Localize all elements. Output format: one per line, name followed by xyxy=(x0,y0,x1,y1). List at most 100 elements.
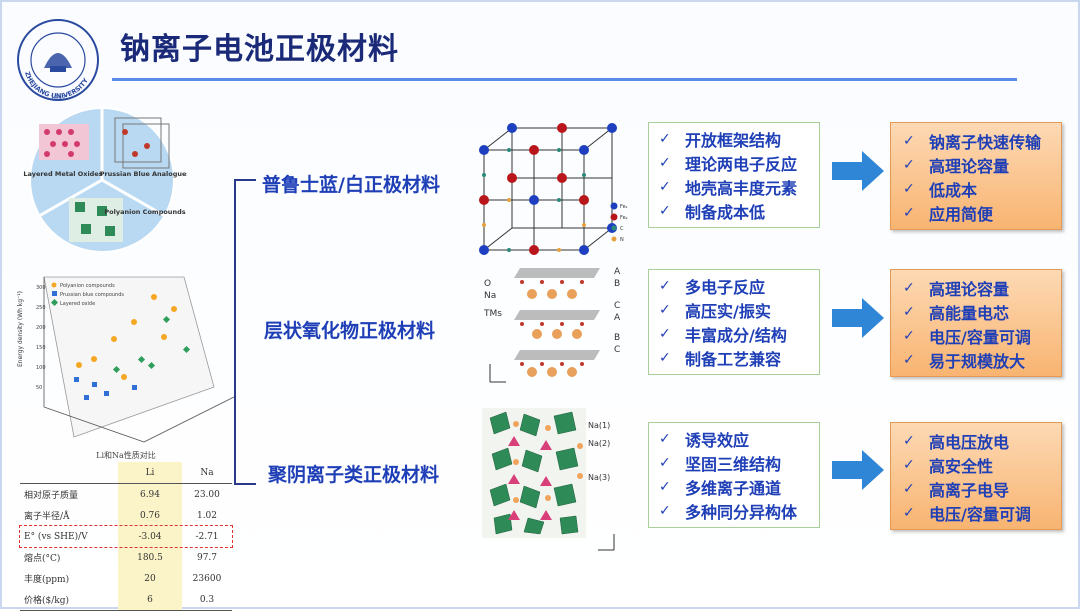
check-icon: ✓ xyxy=(659,131,671,147)
feature-item: ✓地壳高丰度元素 xyxy=(659,179,798,198)
feature-item: ✓制备工艺兼容 xyxy=(659,350,782,369)
na-site-label: Na(3) xyxy=(588,473,610,482)
table-header xyxy=(20,462,118,484)
benefit-item: ✓低成本 xyxy=(903,181,978,200)
ytick: 250 xyxy=(36,305,46,311)
benefit-item: ✓电压/容量可调 xyxy=(903,505,1031,524)
logo-year: 1897 xyxy=(50,95,65,102)
category-prussian-label: 普鲁士蓝/白正极材料 xyxy=(262,174,440,196)
benefit-item: ✓高理论容量 xyxy=(903,280,1010,299)
benefits-box-polyanion: ✓高电压放电 ✓高安全性 ✓高离子电导 ✓电压/容量可调 xyxy=(890,422,1062,530)
category-polyanion-label: 聚阴离子类正极材料 xyxy=(268,464,440,486)
features-box-layered: ✓多电子反应 ✓高压实/振实 ✓丰富成分/结构 ✓制备工艺兼容 xyxy=(648,269,820,375)
benefit-item: ✓高能量电芯 xyxy=(903,304,1010,323)
check-icon: ✓ xyxy=(659,179,671,195)
table-cell: -2.71 xyxy=(195,531,219,542)
check-icon: ✓ xyxy=(659,479,671,495)
table-cell: 1.02 xyxy=(196,510,218,521)
check-icon: ✓ xyxy=(903,328,915,344)
feature-item: ✓诱导效应 xyxy=(659,431,750,450)
ytick: 150 xyxy=(36,345,46,351)
table-cell: 丰度(ppm) xyxy=(24,575,70,585)
title-underline xyxy=(112,78,1017,81)
category-bracket xyxy=(234,179,256,483)
legend-c: C xyxy=(620,226,624,232)
polyanion-structure-image: Na(1) Na(2) Na(3) xyxy=(482,408,615,551)
benefit-item: ✓高安全性 xyxy=(903,457,994,476)
check-icon: ✓ xyxy=(659,455,671,471)
feature-item: ✓丰富成分/结构 xyxy=(659,326,787,345)
table-cell: 180.5 xyxy=(118,547,182,568)
benefit-item: ✓电压/容量可调 xyxy=(903,328,1031,347)
table-cell: 价格($/kg) xyxy=(24,596,69,606)
check-icon: ✓ xyxy=(903,157,915,173)
table-cell: 熔点(°C) xyxy=(24,554,61,564)
table-cell: 相对原子质量 xyxy=(24,491,79,501)
benefits-box-layered: ✓高理论容量 ✓高能量电芯 ✓电压/容量可调 ✓易于规模放大 xyxy=(890,269,1062,377)
right-arrow-icon xyxy=(832,298,884,338)
stack-label: B xyxy=(614,333,620,343)
table-cell: E° (vs SHE)/V xyxy=(24,531,88,542)
na-site-label: Na(1) xyxy=(588,421,610,430)
check-icon: ✓ xyxy=(903,280,915,296)
feature-item: ✓开放框架结构 xyxy=(659,131,782,150)
table-cell: 20 xyxy=(118,568,182,589)
check-icon: ✓ xyxy=(903,457,915,473)
check-icon: ✓ xyxy=(659,503,671,519)
check-icon: ✓ xyxy=(659,431,671,447)
table-cell: 23.00 xyxy=(194,489,220,500)
energy-density-scatter: 300 250 200 150 100 50 Energy density (W… xyxy=(17,276,235,443)
na-site-label: Na(2) xyxy=(588,439,610,448)
check-icon: ✓ xyxy=(659,155,671,171)
layer-label: Na xyxy=(484,291,496,301)
check-icon: ✓ xyxy=(659,326,671,342)
benefits-box-prussian: ✓钠离子快速传输 ✓高理论容量 ✓低成本 ✓应用简便 xyxy=(890,122,1062,230)
feature-item: ✓理论两电子反应 xyxy=(659,155,798,174)
benefit-item: ✓高理论容量 xyxy=(903,157,1010,176)
benefit-item: ✓易于规模放大 xyxy=(903,352,1026,371)
feature-item: ✓制备成本低 xyxy=(659,203,766,222)
stack-label: A xyxy=(614,313,621,323)
legend-fe2: Fe₂ xyxy=(620,215,628,221)
legend-prussian: Prussian blue compounds xyxy=(60,292,124,298)
layer-label: TMs xyxy=(483,309,502,319)
check-icon: ✓ xyxy=(903,505,915,521)
check-icon: ✓ xyxy=(659,203,671,219)
features-box-prussian: ✓开放框架结构 ✓理论两电子反应 ✓地壳高丰度元素 ✓制备成本低 xyxy=(648,122,820,228)
bracket-arm xyxy=(234,483,256,485)
prussian-legend: Fe₁ Fe₂ C N xyxy=(610,202,628,243)
check-icon: ✓ xyxy=(903,433,915,449)
check-icon: ✓ xyxy=(659,278,671,294)
check-icon: ✓ xyxy=(903,352,915,368)
benefit-item: ✓钠离子快速传输 xyxy=(903,133,1042,152)
check-icon: ✓ xyxy=(903,181,915,197)
layer-label: O xyxy=(484,279,491,289)
legend-layered: Layered oxide xyxy=(60,301,95,307)
check-icon: ✓ xyxy=(903,304,915,320)
table-caption: Li和Na性质对比 xyxy=(96,451,156,460)
ytick: 200 xyxy=(36,325,46,331)
table-cell: 离子半径/Å xyxy=(24,512,70,522)
stack-label: A xyxy=(614,267,621,277)
feature-item: ✓坚固三维结构 xyxy=(659,455,782,474)
feature-item: ✓多种同分异构体 xyxy=(659,503,798,522)
feature-item: ✓多维离子通道 xyxy=(659,479,782,498)
ytick: 50 xyxy=(36,385,42,391)
ytick: 300 xyxy=(36,285,46,291)
benefit-item: ✓高离子电导 xyxy=(903,481,1010,500)
check-icon: ✓ xyxy=(903,133,915,149)
check-icon: ✓ xyxy=(659,302,671,318)
scatter-ylabel: Energy density (Wh kg⁻¹) xyxy=(17,291,24,367)
right-arrow-icon xyxy=(832,151,884,191)
legend-polyanion: Polyanion compounds xyxy=(60,283,115,289)
pie-label-prussian: Prussian Blue Analogues xyxy=(100,170,187,178)
legend-fe1: Fe₁ xyxy=(620,204,628,210)
check-icon: ✓ xyxy=(659,350,671,366)
table-header-li: Li xyxy=(118,462,182,484)
features-box-polyanion: ✓诱导效应 ✓坚固三维结构 ✓多维离子通道 ✓多种同分异构体 xyxy=(648,422,820,528)
feature-item: ✓高压实/振实 xyxy=(659,302,771,321)
check-icon: ✓ xyxy=(903,205,915,221)
legend-n: N xyxy=(620,237,624,243)
